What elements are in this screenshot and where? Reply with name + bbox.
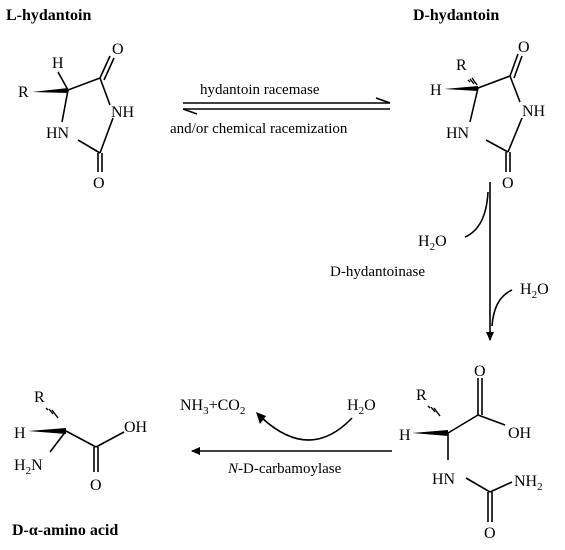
d-amino-acid-structure: R H OH H2N O D-α-amino acid: [12, 389, 148, 539]
wedge-bond: [444, 86, 478, 91]
atom-oh: OH: [124, 419, 148, 436]
atom-o: O: [502, 175, 514, 192]
water-in-label: H2O: [418, 233, 447, 253]
atom-h: H: [52, 55, 64, 72]
wedge-bond: [32, 88, 68, 93]
atom-o: O: [484, 525, 496, 542]
atom-o: O: [93, 175, 105, 192]
water-in-label: H2O: [347, 397, 376, 417]
atom-nh: NH: [111, 104, 135, 121]
atom-hn: HN: [446, 125, 470, 142]
racemization-step: hydantoin racemase and/or chemical racem…: [170, 82, 391, 137]
atom-r: R: [34, 389, 45, 406]
water-in-label: H2O: [520, 281, 549, 301]
atom-oh: OH: [508, 425, 532, 442]
atom-nh: NH: [522, 103, 546, 120]
hydantoinase-step: H2O D-hydantoinase H2O: [330, 182, 549, 341]
hash-bond: [45, 407, 59, 419]
hydantoinase-label: D-hydantoinase: [330, 264, 425, 280]
racemization-label: and/or chemical racemization: [170, 121, 348, 137]
atom-o: O: [112, 41, 124, 58]
d-hydantoin-label: D-hydantoin: [413, 7, 499, 24]
d-hydantoin-structure: D-hydantoin R H O NH HN O: [413, 7, 546, 192]
atom-hn: HN: [432, 471, 456, 488]
carbamoylase-step: NH3+CO2 H2O N-D-carbamoylase: [180, 397, 392, 477]
atom-h: H: [14, 425, 26, 442]
atom-nh2: NH2: [514, 473, 543, 493]
atom-h: H: [430, 82, 442, 99]
byproduct-label: NH3+CO2: [180, 397, 245, 417]
atom-r: R: [456, 57, 467, 74]
hash-bond: [427, 405, 441, 417]
carbamoylase-label: N-D-carbamoylase: [227, 461, 342, 477]
atom-h: H: [399, 427, 411, 444]
wedge-bond: [412, 430, 448, 436]
atom-r: R: [18, 84, 29, 101]
atom-o: O: [90, 477, 102, 494]
atom-o: O: [518, 39, 530, 56]
racemase-label: hydantoin racemase: [200, 82, 320, 98]
atom-hn: HN: [46, 125, 70, 142]
wedge-bond: [28, 428, 66, 434]
carbamoyl-amino-acid-structure: R H O OH HN NH2 O: [399, 363, 543, 542]
atom-h2n: H2N: [14, 457, 43, 477]
atom-r: R: [416, 387, 427, 404]
d-amino-acid-label: D-α-amino acid: [12, 522, 118, 539]
l-hydantoin-structure: L-hydantoin H R O NH HN O: [6, 7, 135, 192]
hash-bond: [467, 77, 478, 86]
l-hydantoin-label: L-hydantoin: [6, 7, 91, 24]
atom-o: O: [474, 363, 486, 380]
